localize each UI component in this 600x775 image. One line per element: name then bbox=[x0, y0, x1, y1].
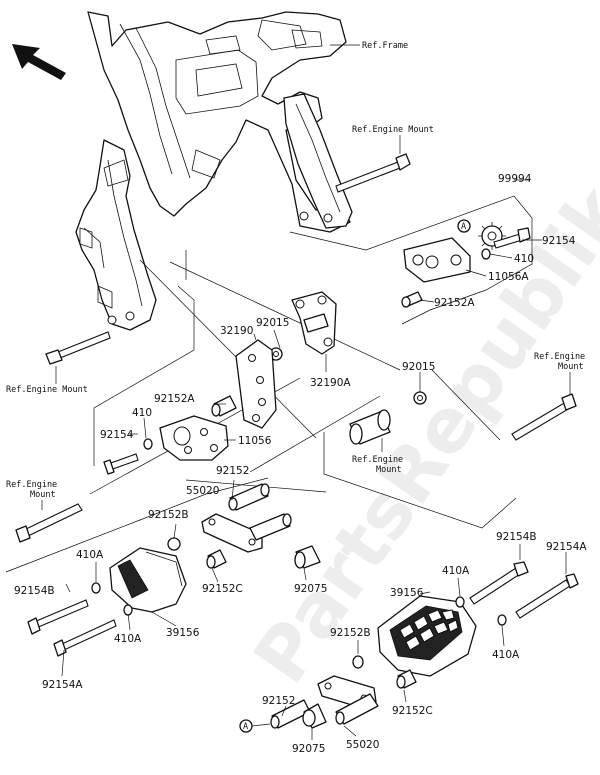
svg-text:Mount: Mount bbox=[558, 362, 584, 372]
frame bbox=[75, 11, 353, 331]
part-410A-washer-right-2 bbox=[497, 614, 507, 626]
part-410A-washer-left-2 bbox=[123, 604, 133, 616]
svg-text:Mount: Mount bbox=[376, 465, 402, 475]
part-55020-plate-left bbox=[201, 513, 263, 553]
part-39156-slider-right bbox=[377, 595, 477, 677]
label-410-middle: 410 bbox=[132, 407, 152, 419]
part-410-washer-top bbox=[481, 248, 491, 260]
part-92152B-spacer-left bbox=[167, 537, 181, 551]
part-11056-bracket bbox=[159, 415, 229, 461]
part-410-washer-middle bbox=[143, 438, 153, 450]
ref-frame-label: Ref.Frame bbox=[362, 41, 408, 51]
slider-grille bbox=[389, 605, 463, 661]
part-410A-washer-left-1 bbox=[91, 582, 101, 594]
svg-text:A: A bbox=[243, 722, 248, 732]
part-92152A-spacer-middle bbox=[211, 395, 237, 417]
ref-engine-mount-label-right: Ref.Engine Mount bbox=[534, 352, 585, 372]
label-92075-left: 92075 bbox=[294, 583, 327, 595]
engine-mount-bolt-left bbox=[45, 331, 111, 365]
svg-text:Ref.Engine: Ref.Engine bbox=[352, 455, 403, 465]
svg-text:Mount: Mount bbox=[30, 490, 56, 500]
part-92152B-spacer-right bbox=[352, 655, 364, 669]
assembly-outline bbox=[5, 195, 533, 573]
label-39156-right: 39156 bbox=[390, 587, 424, 599]
part-92152-spacer-right bbox=[270, 699, 311, 729]
part-92152C-spacer-left bbox=[206, 549, 227, 569]
part-92015-nut-right bbox=[413, 391, 427, 405]
part-99994-gear-marker bbox=[478, 222, 506, 250]
label-92154A-left: 92154A bbox=[42, 679, 83, 691]
label-92154B-left: 92154B bbox=[14, 585, 55, 597]
label-92152B-right: 92152B bbox=[330, 627, 371, 639]
part-92154B-bolt-right bbox=[469, 561, 529, 605]
part-32190A-bracket bbox=[291, 291, 337, 355]
part-92152C-spacer-right bbox=[396, 669, 417, 689]
part-32190-plate bbox=[235, 339, 277, 429]
ref-engine-mount-label-lower-left: Ref.Engine Mount bbox=[6, 480, 57, 500]
label-92015-right: 92015 bbox=[402, 361, 435, 373]
part-11056A-bracket bbox=[403, 237, 471, 283]
engine-mount-bolt-right bbox=[511, 393, 577, 441]
label-410A-right-top: 410A bbox=[442, 565, 470, 577]
marker-a-top: A bbox=[457, 219, 471, 233]
label-92152-right: 92152 bbox=[262, 695, 295, 707]
part-39156-slider-left bbox=[109, 547, 187, 613]
part-92152-spacer-left bbox=[228, 483, 270, 511]
label-92075-right: 92075 bbox=[292, 743, 325, 755]
label-92152A-top: 92152A bbox=[434, 297, 475, 309]
label-410A-left-top: 410A bbox=[76, 549, 104, 561]
label-92015-top: 92015 bbox=[256, 317, 289, 329]
part-92075-cap-left bbox=[294, 545, 321, 569]
label-99994: 99994 bbox=[498, 173, 532, 185]
ref-engine-mount-label-center: Ref.Engine Mount bbox=[352, 455, 403, 475]
label-55020-left: 55020 bbox=[186, 485, 219, 497]
part-labels: 99994 92154 410 11056A 92152A 92015 3219… bbox=[14, 173, 587, 755]
label-410A-right-bottom: 410A bbox=[492, 649, 520, 661]
marker-a-bottom: A bbox=[239, 719, 271, 733]
label-92154A-right: 92154A bbox=[546, 541, 587, 553]
label-55020-right: 55020 bbox=[346, 739, 379, 751]
label-410-top: 410 bbox=[514, 253, 534, 265]
svg-text:Ref.Engine: Ref.Engine bbox=[6, 480, 57, 490]
part-92152A-spacer-top bbox=[401, 291, 423, 308]
label-92154-middle: 92154 bbox=[100, 429, 134, 441]
part-92154A-bolt-right bbox=[515, 573, 579, 619]
label-92152A-middle: 92152A bbox=[154, 393, 195, 405]
label-92152-left: 92152 bbox=[216, 465, 249, 477]
part-92154A-bolt-left bbox=[53, 619, 117, 657]
ref-engine-mount-label-left: Ref.Engine Mount bbox=[6, 385, 88, 395]
label-92152C-left: 92152C bbox=[202, 583, 243, 595]
part-55020-rod-left bbox=[249, 513, 292, 541]
label-32190A: 32190A bbox=[310, 377, 351, 389]
direction-arrow-icon bbox=[12, 44, 66, 80]
label-32190: 32190 bbox=[220, 325, 253, 337]
engine-mount-bolt-top bbox=[335, 153, 411, 193]
svg-text:Ref.Engine: Ref.Engine bbox=[534, 352, 585, 362]
part-92154-bolt-middle bbox=[103, 453, 139, 475]
part-55020-rod-right bbox=[335, 693, 379, 725]
ref-engine-mount-label-top: Ref.Engine Mount bbox=[352, 125, 434, 135]
label-410A-left-bottom: 410A bbox=[114, 633, 142, 645]
part-92075-cap-right bbox=[302, 703, 327, 729]
label-92152C-right: 92152C bbox=[392, 705, 433, 717]
label-39156-left: 39156 bbox=[166, 627, 200, 639]
leader-lines bbox=[61, 179, 567, 740]
label-92152B-left: 92152B bbox=[148, 509, 189, 521]
svg-text:A: A bbox=[461, 222, 466, 232]
part-92154B-bolt-left bbox=[27, 599, 89, 635]
engine-mount-bolt-lower-left bbox=[15, 503, 83, 543]
label-11056A: 11056A bbox=[488, 271, 529, 283]
part-center-spacer bbox=[349, 409, 391, 445]
part-410A-washer-right-1 bbox=[455, 596, 465, 608]
label-92154-top: 92154 bbox=[542, 235, 576, 247]
label-11056: 11056 bbox=[238, 435, 272, 447]
label-92154B-right: 92154B bbox=[496, 531, 537, 543]
